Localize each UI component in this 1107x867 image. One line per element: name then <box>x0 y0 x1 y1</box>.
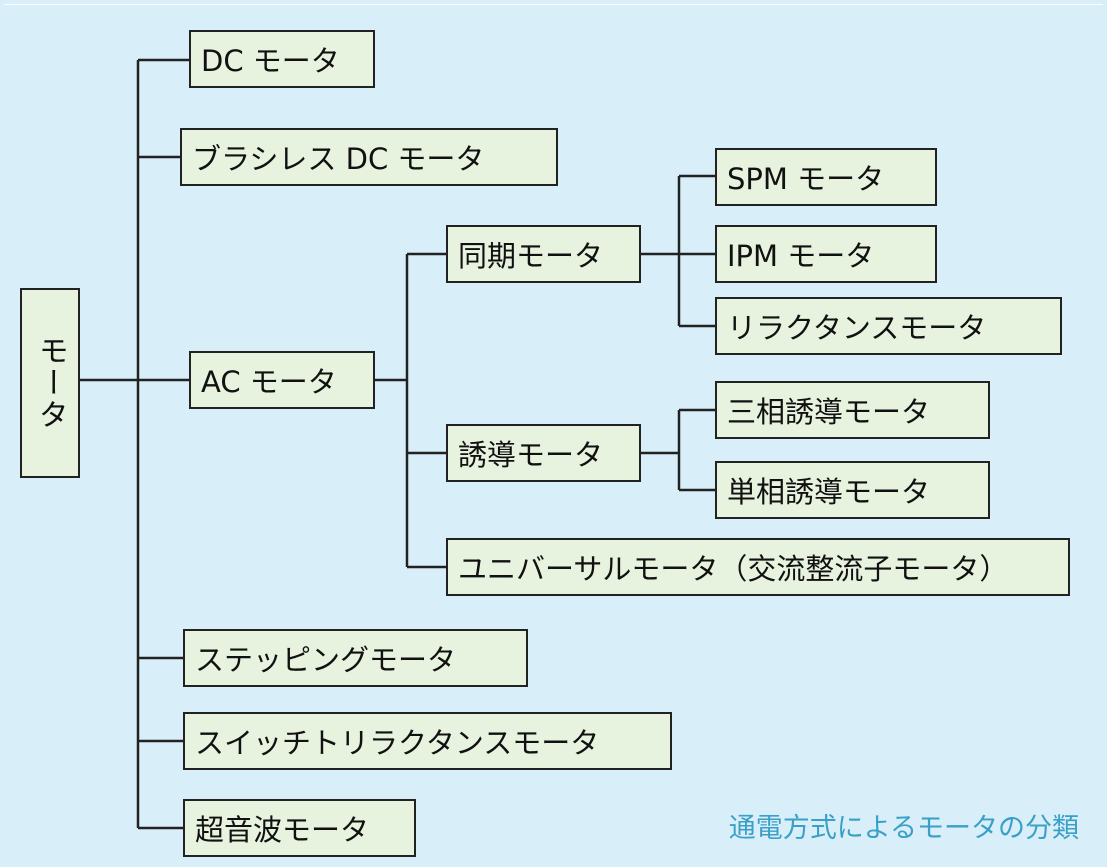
node-motor-root: モータ <box>20 288 80 478</box>
node-ultrasonic-motor: 超音波モータ <box>183 799 416 857</box>
node-reluctance-motor: リラクタンスモータ <box>715 297 1062 355</box>
frame-border <box>4 4 1103 863</box>
node-universal-motor: ユニバーサルモータ（交流整流子モータ） <box>446 538 1070 596</box>
node-stepping-motor: ステッピングモータ <box>183 629 528 687</box>
node-brushless-dc-motor: ブラシレス DC モータ <box>180 128 558 186</box>
node-dc-motor: DC モータ <box>189 30 375 88</box>
node-spm-motor: SPM モータ <box>715 148 937 206</box>
node-single-phase-induction-motor: 単相誘導モータ <box>715 461 990 519</box>
node-synchronous-motor: 同期モータ <box>446 225 641 283</box>
node-switched-reluctance-motor: スイッチトリラクタンスモータ <box>183 712 672 770</box>
node-ipm-motor: IPM モータ <box>715 225 937 283</box>
node-induction-motor: 誘導モータ <box>446 424 641 482</box>
node-ac-motor: AC モータ <box>189 351 375 409</box>
diagram-caption: 通電方式によるモータの分類 <box>728 813 1079 844</box>
node-three-phase-induction-motor: 三相誘導モータ <box>715 381 990 439</box>
